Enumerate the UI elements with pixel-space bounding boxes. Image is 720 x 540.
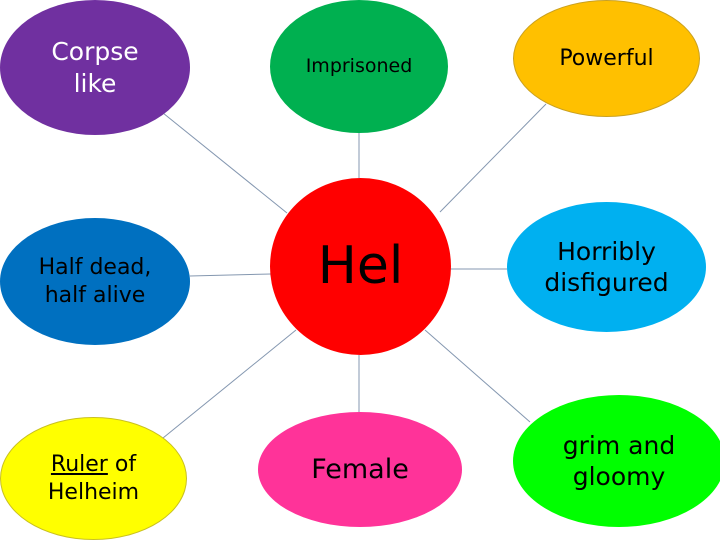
node-ruler-of-helheim: Ruler of Helheim	[0, 417, 187, 540]
node-female-label: Female	[311, 453, 409, 485]
node-half-line1: Half dead,	[38, 255, 152, 280]
node-half-dead: Half dead, half alive	[0, 218, 190, 345]
node-horribly-disfigured: Horribly disfigured	[507, 202, 706, 332]
node-powerful-label: Powerful	[559, 45, 654, 71]
node-corpse-line2: like	[73, 68, 117, 98]
node-grim-gloomy: grim and gloomy	[513, 395, 720, 527]
node-center-hel: Hel	[270, 178, 451, 355]
connector-powerful	[439, 103, 547, 213]
node-corpse-like: Corpse like	[0, 0, 190, 135]
ruler-line1-rest: of	[107, 452, 137, 477]
node-imprisoned-label: Imprisoned	[305, 54, 413, 77]
node-grim-line1: grim and	[562, 430, 676, 460]
ruler-underlined-word: Ruler	[50, 452, 108, 477]
center-label: Hel	[317, 236, 404, 296]
node-corpse-line1: Corpse	[51, 37, 139, 67]
node-ruler-line1: Ruler of	[48, 451, 139, 479]
connector-grim	[424, 329, 531, 423]
node-grim-line2: gloomy	[572, 462, 666, 491]
node-half-line2: half alive	[44, 282, 146, 308]
node-female: Female	[258, 412, 462, 527]
connector-half	[189, 273, 272, 277]
node-horribly-line1: Horribly	[557, 236, 656, 266]
node-powerful: Powerful	[513, 0, 700, 117]
node-imprisoned: Imprisoned	[270, 0, 448, 133]
node-horribly-line2: disfigured	[544, 268, 669, 297]
connector-corpse	[162, 112, 288, 214]
connector-ruler	[162, 329, 297, 439]
node-ruler-line2: Helheim	[47, 479, 140, 505]
